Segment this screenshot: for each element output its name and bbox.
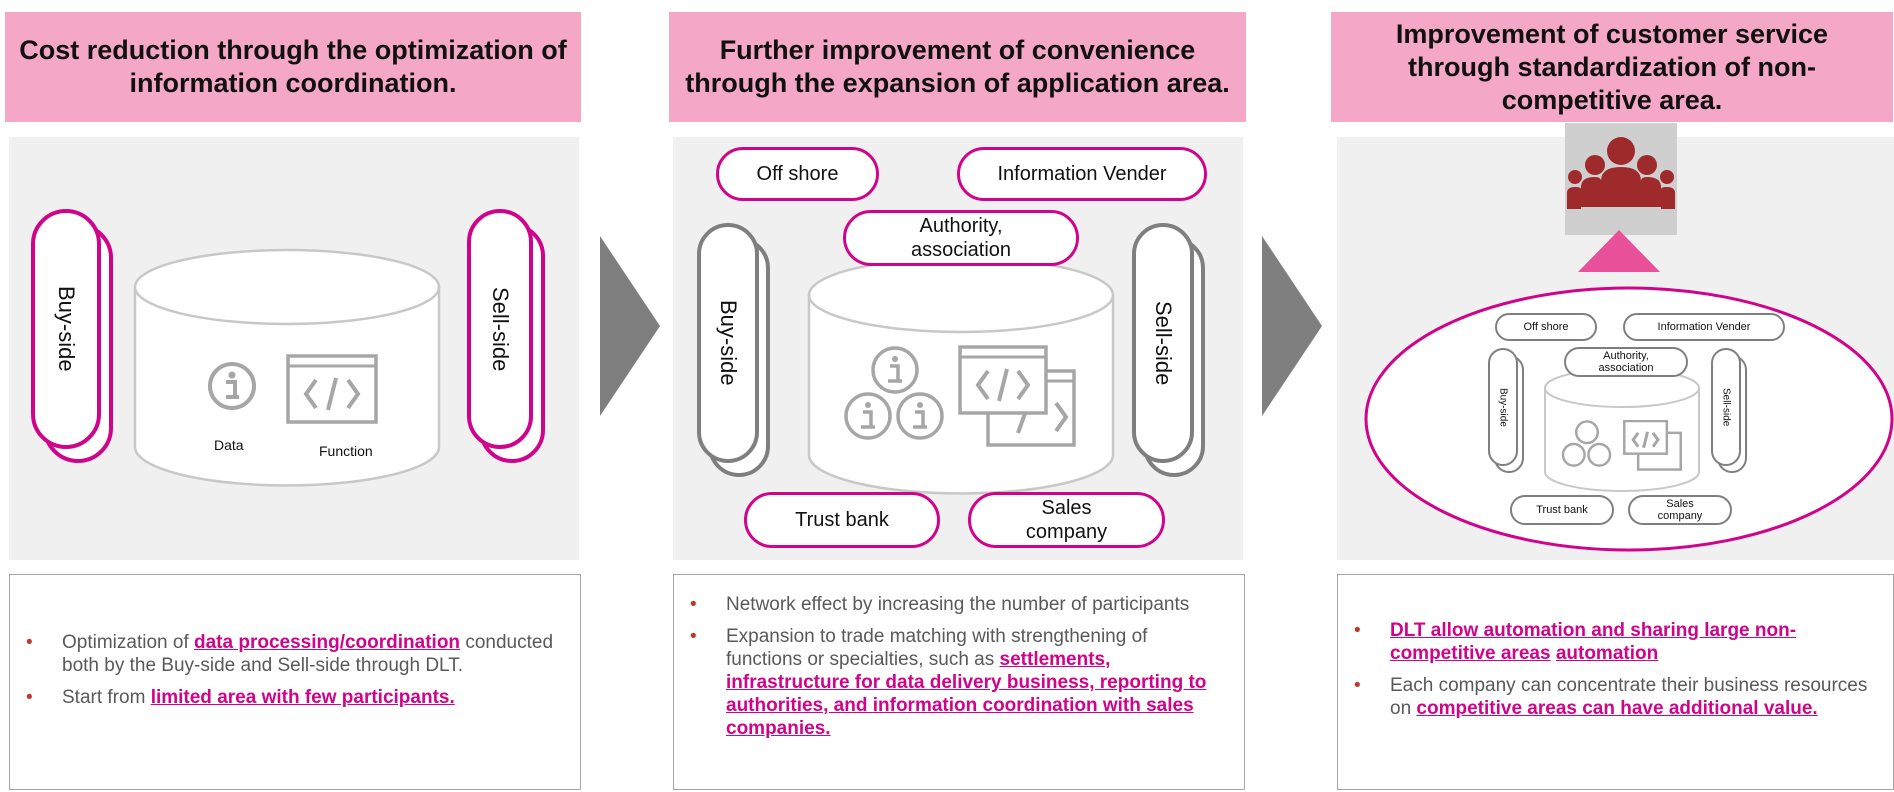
sell-side-pill: Sell-side xyxy=(1711,348,1741,466)
buy-side-label: Buy-side xyxy=(716,300,741,386)
buy-side-pill: Buy-side xyxy=(1488,348,1518,466)
highlight-text: settlements, infrastructure for data del… xyxy=(726,649,1207,739)
info-icon xyxy=(208,362,256,410)
sell-side-label: Sell-side xyxy=(488,286,513,372)
off-shore-pill: Off shore xyxy=(716,147,879,201)
function-label: Function xyxy=(319,443,373,459)
column-1-header: Cost reduction through the optimization … xyxy=(5,12,581,122)
list-item: Optimization of data processing/coordina… xyxy=(10,631,580,677)
trust-bank-pill: Trust bank xyxy=(1510,495,1614,525)
highlight-text: automation xyxy=(1555,643,1659,664)
column-3-header: Improvement of customer service through … xyxy=(1331,12,1893,122)
buy-side-pill: Buy-side xyxy=(697,223,759,463)
column-1-notes: Optimization of data processing/coordina… xyxy=(9,574,581,790)
info-icon xyxy=(844,346,944,440)
column-2-header: Further improvement of convenience throu… xyxy=(669,12,1246,122)
column-3-diagram: Off shore Information Vender Authority, … xyxy=(1337,123,1894,560)
buy-side-pill: Buy-side xyxy=(31,209,101,449)
right-arrow-icon xyxy=(1262,236,1322,416)
column-1-diagram: Data Function Buy-side Sell-side xyxy=(9,137,579,560)
sales-company-pill: Sales company xyxy=(968,492,1165,548)
data-label: Data xyxy=(214,437,244,453)
trust-bank-pill: Trust bank xyxy=(744,492,940,548)
off-shore-pill: Off shore xyxy=(1495,313,1597,341)
buy-side-label: Buy-side xyxy=(1497,387,1509,427)
sell-side-label: Sell-side xyxy=(1151,300,1176,386)
code-window-icon xyxy=(958,345,1076,447)
buy-side-label: Buy-side xyxy=(54,286,79,372)
column-3-notes: DLT allow automation and sharing large n… xyxy=(1337,574,1894,790)
up-triangle-icon xyxy=(1578,230,1660,272)
right-arrow-icon xyxy=(600,236,660,416)
code-window-icon xyxy=(1623,420,1682,471)
sell-side-pill: Sell-side xyxy=(467,209,533,449)
list-item: Each company can concentrate their busin… xyxy=(1338,674,1869,720)
column-2-notes: Network effect by increasing the number … xyxy=(673,574,1245,790)
highlight-text: competitive areas can have additional va… xyxy=(1416,698,1818,719)
list-item: Network effect by increasing the number … xyxy=(674,593,1224,616)
code-window-icon xyxy=(286,354,378,424)
people-group-icon xyxy=(1565,123,1677,235)
highlight-text: limited area with few participants. xyxy=(150,687,455,708)
list-item: Expansion to trade matching with strengt… xyxy=(674,625,1224,740)
sell-side-label: Sell-side xyxy=(1720,387,1732,427)
list-item: DLT allow automation and sharing large n… xyxy=(1338,619,1869,665)
authority-association-pill: Authority, association xyxy=(1564,347,1688,377)
column-2-diagram: Off shore Information Vender Authority, … xyxy=(673,137,1243,560)
sales-company-pill: Sales company xyxy=(1628,495,1732,525)
information-vender-pill: Information Vender xyxy=(1623,313,1785,341)
information-vender-pill: Information Vender xyxy=(957,147,1207,201)
highlight-text: data processing/coordination xyxy=(194,632,461,653)
info-icon xyxy=(1561,420,1612,467)
highlight-text: DLT allow automation and sharing large n… xyxy=(1390,620,1797,664)
sell-side-pill: Sell-side xyxy=(1132,223,1194,463)
authority-association-pill: Authority, association xyxy=(843,210,1079,266)
list-item: Start from limited area with few partici… xyxy=(10,686,580,709)
